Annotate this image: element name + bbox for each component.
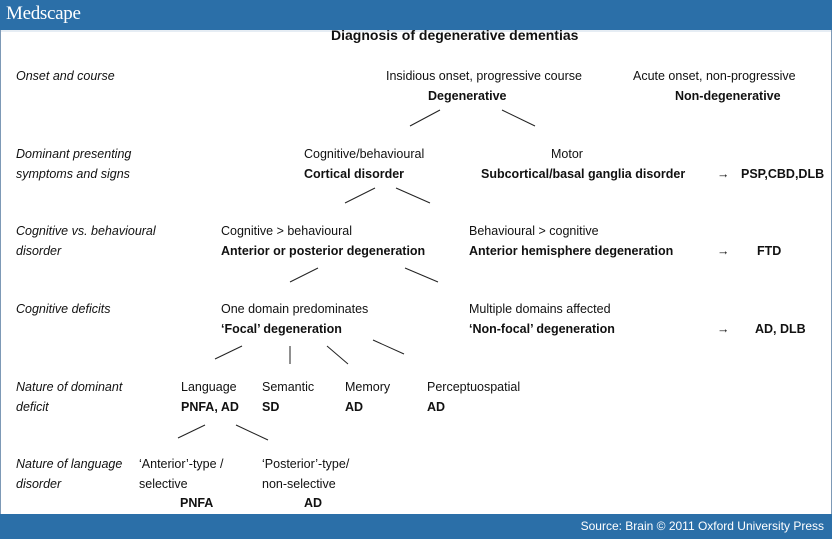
outcome-ftd: FTD	[757, 244, 782, 258]
frame-left-border	[0, 30, 1, 514]
node-subcortical: Subcortical/basal ganglia disorder	[481, 167, 686, 181]
connector-focal-perceptuo	[372, 339, 405, 355]
medscape-logo: Medscape	[6, 3, 81, 24]
row-label-dominant-presenting: Dominant presenting	[16, 147, 132, 161]
node-behavioural-gt-cognitive: Behavioural > cognitive	[469, 224, 599, 238]
node-cortical-disorder: Cortical disorder	[304, 167, 405, 181]
node-cognitive-behavioural: Cognitive/behavioural	[304, 147, 425, 161]
row-label-cog-vs-behav: Cognitive vs. behavioural	[16, 224, 156, 238]
connector-cortical-left	[344, 187, 376, 204]
node-memory: Memory	[345, 380, 391, 394]
connector-focal-memory	[326, 345, 349, 365]
connector-lines	[177, 109, 536, 441]
node-anterior-posterior: Anterior or posterior degeneration	[221, 244, 426, 258]
connector-cortical-right	[395, 187, 431, 204]
connector-antpost-right	[404, 267, 439, 283]
footer-bar: Source: Brain © 2011 Oxford University P…	[0, 514, 832, 539]
arrow-icon: →	[717, 322, 730, 336]
connector-focal-language	[214, 345, 243, 360]
node-language-diagnosis: PNFA, AD	[181, 400, 239, 414]
node-multiple-domains: Multiple domains affected	[469, 302, 611, 316]
arrow-icon: →	[717, 167, 730, 181]
row-label-deficit: deficit	[16, 400, 49, 414]
node-semantic: Semantic	[262, 380, 315, 394]
header-divider	[0, 30, 832, 32]
node-semantic-diagnosis: SD	[262, 400, 280, 414]
row-label-symptoms-signs: symptoms and signs	[16, 167, 130, 181]
outcome-psp-cbd-dlb: PSP,CBD,DLB	[741, 167, 825, 181]
arrow-icon: →	[717, 244, 730, 258]
node-anterior-hemisphere: Anterior hemisphere degeneration	[469, 244, 674, 258]
outcome-ad-dlb: AD, DLB	[755, 322, 806, 336]
node-language: Language	[181, 380, 237, 394]
row-label-nature-dominant: Nature of dominant	[16, 380, 123, 394]
diagram-title: Diagnosis of degenerative dementias	[331, 27, 579, 43]
node-ad: AD	[304, 496, 323, 510]
node-focal-degeneration: ‘Focal’ degeneration	[221, 322, 342, 336]
node-non-focal-degeneration: ‘Non-focal’ degeneration	[469, 322, 615, 336]
row-label-cognitive-deficits: Cognitive deficits	[16, 302, 111, 316]
node-degenerative: Degenerative	[428, 89, 507, 103]
header-bar: Medscape	[0, 0, 832, 30]
node-non-selective: non-selective	[262, 477, 336, 491]
connector-degenerative-right	[501, 109, 536, 127]
row-label-language-disorder: disorder	[16, 477, 62, 491]
node-one-domain: One domain predominates	[221, 302, 369, 316]
node-perceptuospatial: Perceptuospatial	[427, 380, 521, 394]
connector-language-right	[235, 424, 269, 441]
row-label-disorder: disorder	[16, 244, 62, 258]
node-non-degenerative: Non-degenerative	[675, 89, 781, 103]
connector-language-left	[177, 424, 206, 439]
source-credit: Source: Brain © 2011 Oxford University P…	[580, 519, 824, 533]
node-insidious-onset: Insidious onset, progressive course	[386, 69, 582, 83]
node-cognitive-gt-behavioural: Cognitive > behavioural	[221, 224, 352, 238]
node-acute-onset: Acute onset, non-progressive	[633, 69, 796, 83]
node-perceptuospatial-diagnosis: AD	[427, 400, 446, 414]
node-posterior-type: ‘Posterior’-type/	[262, 457, 350, 471]
row-label-onset: Onset and course	[16, 69, 115, 83]
connector-antpost-left	[289, 267, 319, 283]
row-label-nature-language: Nature of language	[16, 457, 123, 471]
node-selective: selective	[139, 477, 188, 491]
node-anterior-type: ‘Anterior’-type /	[139, 457, 224, 471]
node-memory-diagnosis: AD	[345, 400, 364, 414]
node-pnfa: PNFA	[180, 496, 214, 510]
node-motor: Motor	[551, 147, 583, 161]
connector-degenerative-left	[409, 109, 441, 127]
